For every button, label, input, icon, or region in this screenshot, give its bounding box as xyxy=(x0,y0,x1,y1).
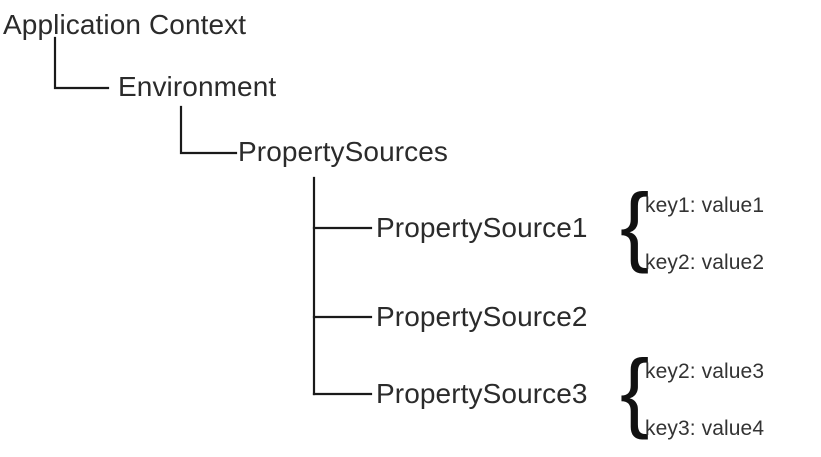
property-entry-key3-value4: key3: value4 xyxy=(645,417,765,440)
connector-environment-propertysources xyxy=(179,105,238,155)
node-property-source-1: PropertySource1 xyxy=(376,212,588,243)
brace-property-source-3: { xyxy=(620,341,650,440)
brace-property-source-1: { xyxy=(620,175,650,274)
connector-appcontext-environment xyxy=(53,36,110,90)
property-entry-key2-value2: key2: value2 xyxy=(645,251,765,274)
node-application-context: Application Context xyxy=(3,9,247,40)
node-property-source-3: PropertySource3 xyxy=(376,378,588,409)
property-entry-key1-value1: key1: value1 xyxy=(645,194,765,217)
node-property-sources: PropertySources xyxy=(238,136,449,167)
property-entry-key2-value3: key2: value3 xyxy=(645,360,765,383)
node-property-source-2: PropertySource2 xyxy=(376,301,588,332)
node-environment: Environment xyxy=(118,71,277,102)
